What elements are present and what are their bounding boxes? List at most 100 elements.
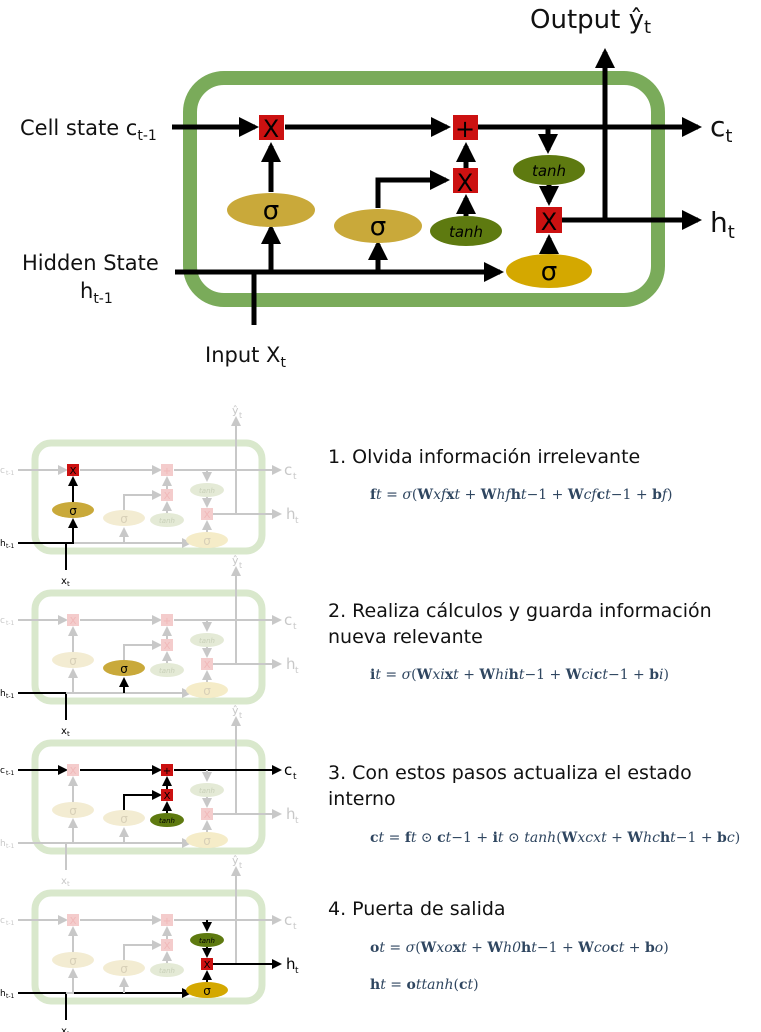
- svg-text:X: X: [164, 941, 171, 952]
- mini-ct-label: c: [284, 461, 292, 479]
- hidden-state-label: Hidden State: [22, 251, 159, 275]
- mini-xt-label: x: [61, 1026, 67, 1032]
- output-tanh-gate: [513, 155, 585, 185]
- svg-text:σ: σ: [203, 834, 211, 848]
- mini-yt-label: ŷ: [232, 854, 239, 867]
- mini-plus: [161, 764, 173, 776]
- mini-output-tanh: [190, 783, 224, 797]
- output-label: Output ŷt: [530, 5, 651, 38]
- step-1-equation: ft = σ(Wxfxt + Whfht−1 + Wcfct−1 + bf): [370, 487, 673, 503]
- mini-plus: [161, 614, 173, 626]
- mini-output-mult: [201, 508, 213, 520]
- svg-text:t: t: [293, 922, 297, 932]
- svg-text:tanh: tanh: [159, 817, 175, 825]
- mini-plus: [161, 914, 173, 926]
- mini-cell-box: [31, 889, 266, 1005]
- mini-input-sigma: [103, 810, 145, 826]
- mini-ht-label: h: [286, 955, 296, 973]
- mini-ct-label: c: [284, 911, 292, 929]
- svg-text:t-1: t-1: [6, 543, 15, 550]
- cell-state-label: Cell state ct-1: [20, 116, 157, 144]
- svg-text:t: t: [293, 622, 297, 632]
- mini-candidate-tanh: [150, 963, 184, 977]
- input-label: Input Xt: [205, 343, 286, 371]
- svg-text:t: t: [293, 772, 297, 782]
- svg-text:+: +: [163, 466, 171, 477]
- mini-ht-label: h: [286, 655, 296, 673]
- mini-candidate-tanh: [150, 663, 184, 677]
- svg-text:t: t: [239, 411, 242, 420]
- mini-output-tanh: [190, 933, 224, 947]
- mini-ct1-label: c: [0, 466, 5, 476]
- mini-output-sigma: [186, 982, 228, 998]
- step-2-label: 2. Realiza cálculos y guarda información…: [328, 600, 712, 648]
- mini-output-tanh: [190, 633, 224, 647]
- mini-input-mult: [161, 939, 173, 951]
- mini-ht-label: h: [286, 505, 296, 523]
- svg-text:σ: σ: [370, 212, 386, 242]
- output-mult: [536, 207, 562, 233]
- svg-text:X: X: [204, 960, 211, 971]
- mini-ct-label: c: [284, 761, 292, 779]
- mini-candidate-tanh: [150, 513, 184, 527]
- svg-text:t: t: [239, 711, 242, 720]
- svg-text:tanh: tanh: [159, 517, 175, 525]
- svg-text:t-1: t-1: [6, 920, 15, 927]
- svg-text:X: X: [263, 115, 279, 143]
- mini-forget-mult: [67, 914, 79, 926]
- mini-ct1-label: c: [0, 916, 5, 926]
- mini-plus: [161, 464, 173, 476]
- mini-output-sigma: [186, 682, 228, 698]
- mini-yt-label: ŷ: [232, 554, 239, 567]
- step-1-label: 1. Olvida información irrelevante: [328, 446, 641, 468]
- step-4-equation-2: ht = ottanh(ct): [370, 977, 479, 993]
- svg-text:X: X: [164, 791, 171, 802]
- mini-forget-sigma: [52, 952, 94, 968]
- svg-text:σ: σ: [541, 257, 557, 287]
- mini-input-mult: [161, 639, 173, 651]
- mini-forget-sigma: [52, 502, 94, 518]
- mini-xt-label: x: [61, 576, 67, 587]
- mini-output-sigma: [186, 532, 228, 548]
- candidate-tanh-gate: [430, 216, 502, 246]
- svg-text:t: t: [295, 816, 299, 826]
- mini-ht1-label: h: [0, 689, 6, 699]
- svg-text:t: t: [295, 516, 299, 526]
- mini-ct1-label: c: [0, 616, 5, 626]
- svg-text:t-1: t-1: [6, 470, 15, 477]
- svg-text:X: X: [204, 810, 211, 821]
- svg-text:σ: σ: [120, 812, 128, 826]
- input-sigma-gate: [334, 209, 422, 243]
- mini-output-mult: [201, 808, 213, 820]
- svg-text:σ: σ: [263, 196, 279, 226]
- mini-input-sigma: [103, 960, 145, 976]
- svg-text:tanh: tanh: [199, 637, 215, 645]
- svg-text:+: +: [163, 766, 171, 777]
- svg-text:+: +: [163, 916, 171, 927]
- svg-text:tanh: tanh: [159, 967, 175, 975]
- mini-input-sigma: [103, 510, 145, 526]
- svg-text:σ: σ: [69, 654, 77, 668]
- svg-text:X: X: [541, 208, 557, 236]
- svg-text:X: X: [457, 169, 473, 197]
- svg-text:X: X: [164, 641, 171, 652]
- svg-text:σ: σ: [69, 804, 77, 818]
- step-3-equation: ct = ft ⊙ ct−1 + it ⊙ tanh(Wxcxt + Whcht…: [370, 830, 741, 846]
- ct-label: ct: [710, 110, 732, 147]
- mini-input-sigma: [103, 660, 145, 676]
- output-sigma-gate: [506, 254, 592, 288]
- mini-ct-label: c: [284, 611, 292, 629]
- step-4-equation: ot = σ(Wxoxt + Wh0ht−1 + Wcoct + bo): [370, 940, 669, 956]
- mini-output-tanh: [190, 483, 224, 497]
- svg-text:tanh: tanh: [449, 223, 483, 241]
- mini-forget-sigma: [52, 652, 94, 668]
- input-mult: [453, 168, 478, 193]
- svg-text:σ: σ: [203, 534, 211, 548]
- mini-xt-label: x: [61, 876, 67, 887]
- svg-text:tanh: tanh: [532, 162, 566, 180]
- svg-text:t-1: t-1: [6, 693, 15, 700]
- mini-output-mult: [201, 658, 213, 670]
- svg-text:σ: σ: [120, 662, 128, 676]
